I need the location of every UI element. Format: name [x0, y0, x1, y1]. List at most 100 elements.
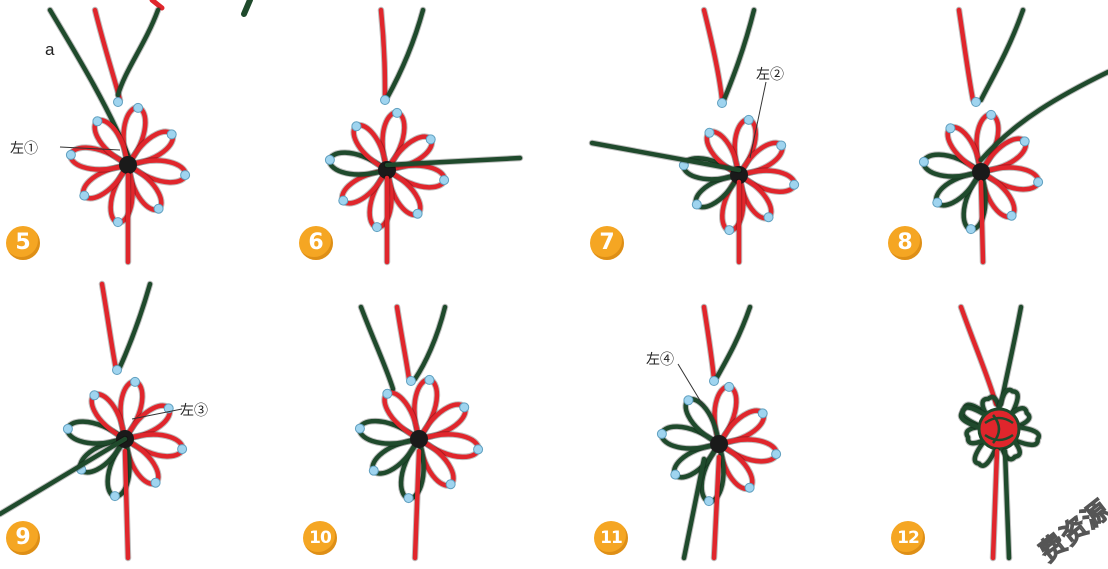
bead: [114, 98, 123, 107]
bead: [777, 141, 786, 150]
bead: [113, 366, 122, 375]
bead: [474, 445, 483, 454]
bead: [134, 103, 143, 112]
bead: [63, 424, 72, 433]
bead: [972, 98, 981, 107]
bead: [372, 223, 381, 232]
step-badge-9: 9: [6, 521, 40, 555]
callout-left-3: 左③: [180, 400, 208, 420]
bead: [772, 450, 781, 459]
bead: [181, 171, 190, 180]
knot-core: [410, 430, 428, 448]
callout-left-4: 左④: [646, 349, 674, 369]
green-cord: [981, 10, 1023, 100]
knot-illustration-11: [554, 279, 831, 558]
red-cord: [961, 307, 996, 404]
bead: [919, 157, 928, 166]
green-cord: [724, 10, 754, 100]
step-panel-11: 11 左④: [554, 279, 831, 558]
bead: [657, 429, 666, 438]
bead: [110, 492, 119, 501]
bead: [764, 213, 773, 222]
bead: [178, 445, 187, 454]
bead: [113, 218, 122, 227]
callout-left-1: 左①: [10, 138, 38, 158]
bead: [369, 466, 378, 475]
bead: [966, 225, 975, 234]
green-cord: [118, 10, 158, 95]
bead: [381, 96, 390, 105]
green-cord: [716, 307, 750, 379]
bead: [425, 375, 434, 384]
bead: [745, 483, 754, 492]
bead: [684, 396, 693, 405]
bead: [790, 180, 799, 189]
bead: [460, 403, 469, 412]
bead: [1007, 211, 1016, 220]
green-cord: [415, 307, 445, 379]
bead: [93, 117, 102, 126]
bead: [355, 424, 364, 433]
step-badge-10: 10: [303, 521, 337, 555]
step-panel-10: 10: [277, 279, 554, 558]
bead: [725, 382, 734, 391]
red-cord: [397, 307, 409, 379]
bead: [987, 110, 996, 119]
bead: [404, 494, 413, 503]
red-cord: [959, 10, 973, 100]
step-panel-5: 5 左①: [0, 0, 277, 279]
bead: [758, 409, 767, 418]
knot-illustration-10: [277, 279, 554, 558]
knot-core: [119, 156, 137, 174]
bead: [718, 99, 727, 108]
red-cord-tail: [125, 451, 128, 558]
bead: [393, 108, 402, 117]
step-panel-8: 8: [831, 0, 1108, 279]
step-badge-6: 6: [299, 226, 333, 260]
red-cord-tail: [981, 182, 983, 262]
bead: [725, 226, 734, 235]
red-cord-tail: [714, 457, 719, 558]
bead: [80, 191, 89, 200]
bead: [1020, 137, 1029, 146]
knot-illustration-5: [0, 0, 277, 279]
knot-illustration-8: [831, 0, 1108, 279]
bead: [710, 377, 719, 386]
red-cord: [102, 284, 116, 369]
step-panel-7: 7 左②: [554, 0, 831, 279]
bead: [440, 176, 449, 185]
bead: [426, 135, 435, 144]
step-badge-11: 11: [594, 521, 628, 555]
bead: [704, 497, 713, 506]
bead: [705, 128, 714, 137]
bead: [352, 122, 361, 131]
bead: [1034, 178, 1043, 187]
step-badge-5: 5: [6, 226, 40, 260]
bead: [671, 470, 680, 479]
bead: [744, 115, 753, 124]
knot-core: [972, 163, 990, 181]
bead: [66, 150, 75, 159]
bead: [339, 196, 348, 205]
bead: [90, 391, 99, 400]
step-badge-8: 8: [888, 226, 922, 260]
red-cord: [704, 10, 722, 100]
bead: [154, 204, 163, 213]
step-badge-7: 7: [590, 226, 624, 260]
bead: [131, 377, 140, 386]
step-panel-6: 6: [277, 0, 554, 279]
bead: [325, 155, 334, 164]
green-cord: [120, 284, 150, 367]
callout-left-2: 左②: [756, 64, 784, 84]
bead: [446, 480, 455, 489]
step-badge-12: 12: [891, 521, 925, 555]
step-panel-9: 9 左③: [0, 279, 277, 558]
bead: [692, 200, 701, 209]
knot-core: [710, 435, 728, 453]
bead: [933, 198, 942, 207]
bead: [151, 478, 160, 487]
bead: [946, 124, 955, 133]
bead: [407, 377, 416, 386]
bead: [167, 130, 176, 139]
